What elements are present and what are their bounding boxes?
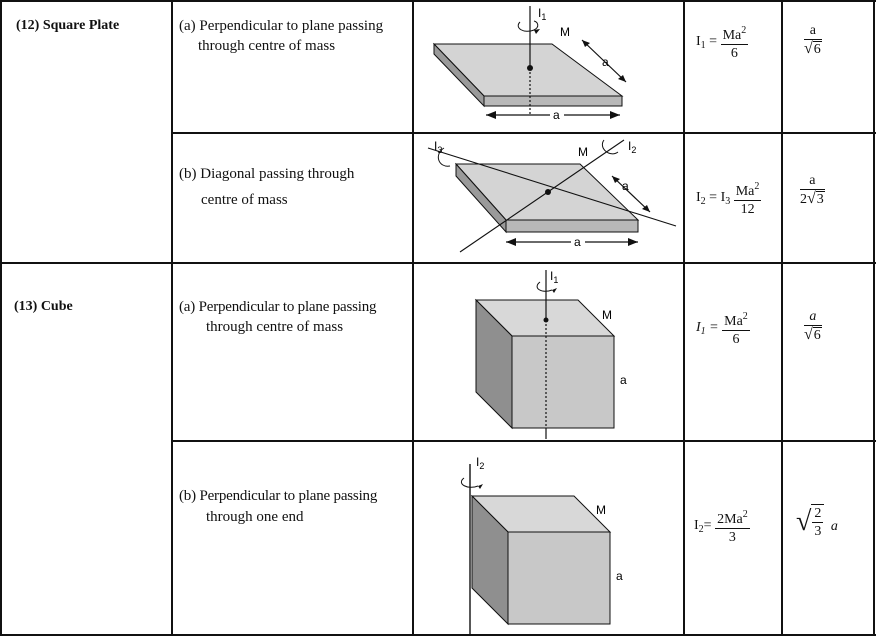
rotation-arrowhead bbox=[534, 29, 540, 34]
formula-13a: I1 = Ma2 6 bbox=[696, 308, 750, 348]
cube-front-face bbox=[511, 335, 615, 429]
col-divider-3 bbox=[683, 0, 685, 636]
formula-eq: = bbox=[709, 34, 718, 50]
base-label-gap bbox=[550, 108, 564, 122]
base-arrowhead-2 bbox=[628, 238, 638, 246]
side-arrowhead-2 bbox=[618, 75, 626, 82]
formula-fraction: Ma2 12 bbox=[733, 178, 762, 218]
label-side: a bbox=[616, 569, 623, 583]
description-12b-line2: centre of mass bbox=[201, 192, 288, 208]
rotation-arrowhead bbox=[478, 484, 483, 489]
side-arrowhead-1 bbox=[612, 176, 620, 183]
rotation-arrow-icon bbox=[517, 20, 539, 32]
side-arrowhead-1 bbox=[582, 40, 590, 47]
formula-12b: I2 = I3 Ma2 12 bbox=[696, 178, 762, 218]
base-label-gap bbox=[571, 235, 585, 249]
label-base: a bbox=[574, 235, 581, 249]
description-12a-line1: (a) Perpendicular to plane passing bbox=[179, 18, 384, 34]
label-side: a bbox=[622, 179, 629, 193]
description-13a-line1: (a) Perpendicular to plane passing bbox=[179, 299, 377, 315]
plate-front-face bbox=[505, 219, 639, 233]
label-mass: M bbox=[578, 145, 588, 159]
formula-eq: = bbox=[709, 320, 719, 336]
label-axis-i2: I2 bbox=[628, 139, 636, 155]
col-divider-4 bbox=[781, 0, 783, 636]
row-title-square-plate: (12) Square Plate bbox=[16, 18, 120, 33]
label-mass: M bbox=[596, 503, 606, 517]
plate-side-face bbox=[433, 42, 485, 108]
formula-lhs: I1 bbox=[696, 34, 706, 52]
radius-fraction: a √6 bbox=[804, 23, 822, 57]
label-mass: M bbox=[560, 25, 570, 39]
plate-front-face bbox=[483, 95, 623, 107]
formula-lhs: I2 bbox=[694, 518, 704, 536]
radius-fraction: a √6 bbox=[804, 309, 822, 343]
diagram-square-plate-diagonal: I3 I2 M a a bbox=[427, 139, 677, 253]
description-12b-line1: (b) Diagonal passing through bbox=[179, 166, 355, 182]
label-base: a bbox=[553, 108, 560, 122]
description-13b-line1: (b) Perpendicular to plane passing bbox=[179, 488, 378, 504]
formula-lhs: I2 bbox=[696, 190, 706, 208]
side-arrowhead-2 bbox=[642, 205, 650, 212]
cube-front-face bbox=[507, 531, 611, 625]
formula-eq: = I3 bbox=[709, 190, 731, 208]
formula-13b: I2= 2Ma2 3 bbox=[694, 506, 750, 546]
row-divider-12-13 bbox=[0, 262, 876, 264]
centre-of-mass-dot bbox=[545, 189, 551, 195]
formula-fraction: 2Ma2 3 bbox=[715, 506, 750, 546]
label-axis: I1 bbox=[550, 269, 558, 285]
base-arrowhead-2 bbox=[610, 111, 620, 119]
radius-factor: a bbox=[830, 519, 838, 534]
row-divider-13a-13b bbox=[172, 440, 876, 442]
description-12a-line2: through centre of mass bbox=[198, 38, 336, 54]
base-arrowhead-1 bbox=[486, 111, 496, 119]
row-title-cube: (13) Cube bbox=[14, 299, 73, 314]
formula-lhs: I1 bbox=[696, 320, 706, 338]
side-dimension-arrow bbox=[581, 39, 627, 83]
radius-fraction: a 2√3 bbox=[800, 173, 825, 207]
label-axis: I2 bbox=[476, 455, 484, 471]
col-divider-1 bbox=[171, 0, 173, 636]
table-border-top bbox=[0, 0, 876, 2]
rotation-arrow-icon bbox=[460, 477, 479, 488]
label-side: a bbox=[602, 55, 609, 69]
plate-side-face bbox=[455, 162, 507, 234]
formula-fraction: Ma2 6 bbox=[720, 22, 749, 62]
base-arrowhead-1 bbox=[506, 238, 516, 246]
radius-12b: a 2√3 bbox=[800, 172, 825, 208]
formula-12a: I1 = Ma2 6 bbox=[696, 22, 749, 62]
formula-fraction: Ma2 6 bbox=[722, 308, 750, 348]
table-border-right bbox=[873, 0, 875, 636]
rotation-arrow-i2-icon bbox=[602, 139, 619, 155]
table-border-bottom bbox=[0, 634, 876, 636]
centre-of-mass-dot bbox=[527, 65, 533, 71]
label-axis: I1 bbox=[538, 6, 546, 22]
formula-eq: = bbox=[703, 518, 712, 534]
diagram-square-plate-perpendicular: I1 M a a bbox=[432, 6, 627, 122]
rotation-arrow-icon bbox=[536, 281, 553, 292]
diagonal-axis-i3 bbox=[427, 147, 677, 227]
radius-13a: a √6 bbox=[804, 308, 822, 344]
col-divider-2 bbox=[412, 0, 414, 636]
description-13a-line2: through centre of mass bbox=[206, 319, 344, 335]
description-13b-line2: through one end bbox=[206, 509, 304, 525]
table-border-left bbox=[0, 0, 2, 636]
side-dimension-arrow bbox=[611, 175, 651, 213]
label-side: a bbox=[620, 373, 627, 387]
diagram-cube-centre-axis: I1 M a bbox=[474, 269, 627, 439]
row-divider-12a-12b bbox=[172, 132, 876, 134]
diagram-cube-edge-axis: I2 M a bbox=[460, 455, 623, 634]
rotation-arrowhead bbox=[552, 288, 557, 293]
radius-12a: a √6 bbox=[804, 22, 822, 58]
rotation-arrow-i3-icon bbox=[437, 147, 451, 167]
label-mass: M bbox=[602, 308, 612, 322]
centre-dot bbox=[543, 317, 549, 323]
label-axis-i3: I3 bbox=[434, 139, 442, 155]
diagonal-axis-i2 bbox=[459, 139, 625, 253]
